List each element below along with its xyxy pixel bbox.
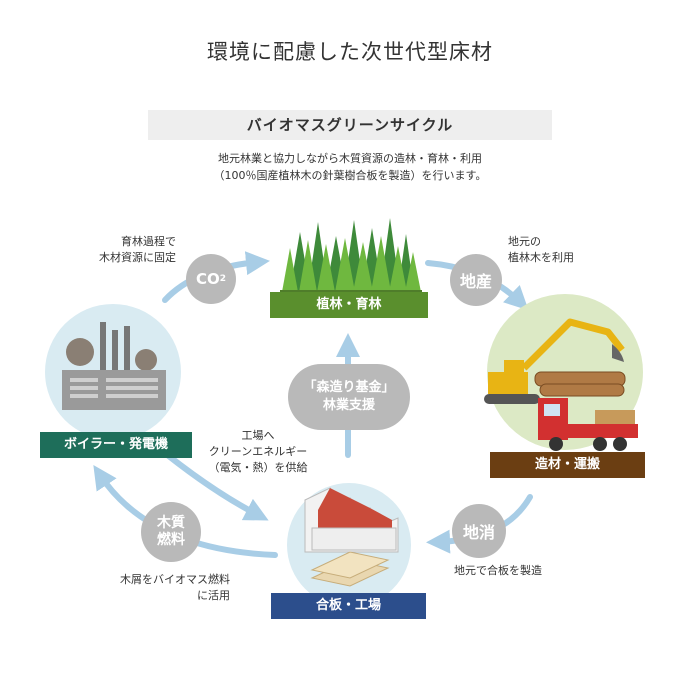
wood-fuel-bubble: 木質 燃料 <box>141 502 201 562</box>
wood-fuel-line-2: 燃料 <box>157 532 185 548</box>
local-consumption-bubble: 地消 <box>452 504 506 558</box>
truck <box>538 398 638 451</box>
clean-energy-note-line-1: 工場へ <box>241 429 275 442</box>
co2-note-line-2: 木材資源に固定 <box>99 251 176 264</box>
local-production-bubble: 地産 <box>450 254 502 306</box>
forest-label: 植林・育林 <box>270 292 428 318</box>
forest-illustration <box>280 218 422 294</box>
clean-energy-note-line-3: （電気・熱）を供給 <box>208 461 308 474</box>
page-title: 環境に配慮した次世代型床材 <box>207 40 493 64</box>
wood-fuel-note-line-2: に活用 <box>197 589 230 602</box>
log-pile <box>534 371 626 397</box>
transport-illustration <box>484 294 643 451</box>
description-line-2: （100％国産植林木の針葉樹合板を製造）を行います。 <box>213 169 487 182</box>
local-production-note-line-2: 植林木を利用 <box>508 251 574 264</box>
clean-energy-note-line-2: クリーンエネルギー <box>208 445 308 458</box>
wood-fuel-line-1: 木質 <box>157 515 185 531</box>
fund-line-2: 林業支援 <box>322 398 375 413</box>
factory-label: 合板・工場 <box>271 593 426 619</box>
co2-text: CO <box>195 270 220 288</box>
boiler-label: ボイラー・発電機 <box>40 432 192 458</box>
fund-bubble: 「森造り基金」 林業支援 <box>288 364 410 430</box>
clean-energy-note: 工場へ クリーンエネルギー （電気・熱）を供給 <box>196 428 320 476</box>
fund-line-1: 「森造り基金」 <box>303 380 395 395</box>
local-consumption-note: 地元で合板を製造 <box>454 564 542 577</box>
wood-fuel-note-line-1: 木屑をバイオマス燃料 <box>120 573 230 586</box>
cycle-subtitle: バイオマスグリーンサイクル <box>148 110 552 140</box>
co2-subscript: 2 <box>219 274 227 284</box>
excavator <box>484 318 625 404</box>
plywood-boards <box>310 551 390 587</box>
factory-illustration <box>287 483 411 607</box>
wood-fuel-note: 木屑をバイオマス燃料 に活用 <box>80 572 230 604</box>
transport-label: 造材・運搬 <box>490 452 645 478</box>
co2-note-line-1: 育林過程で <box>121 235 176 248</box>
local-production-note-line-1: 地元の <box>508 235 541 248</box>
description-line-1: 地元林業と協力しながら木質資源の造林・育林・利用 <box>218 152 482 165</box>
boiler-illustration <box>45 304 181 440</box>
co2-note: 育林過程で 木材資源に固定 <box>76 234 176 266</box>
local-production-note: 地元の 植林木を利用 <box>508 234 618 266</box>
